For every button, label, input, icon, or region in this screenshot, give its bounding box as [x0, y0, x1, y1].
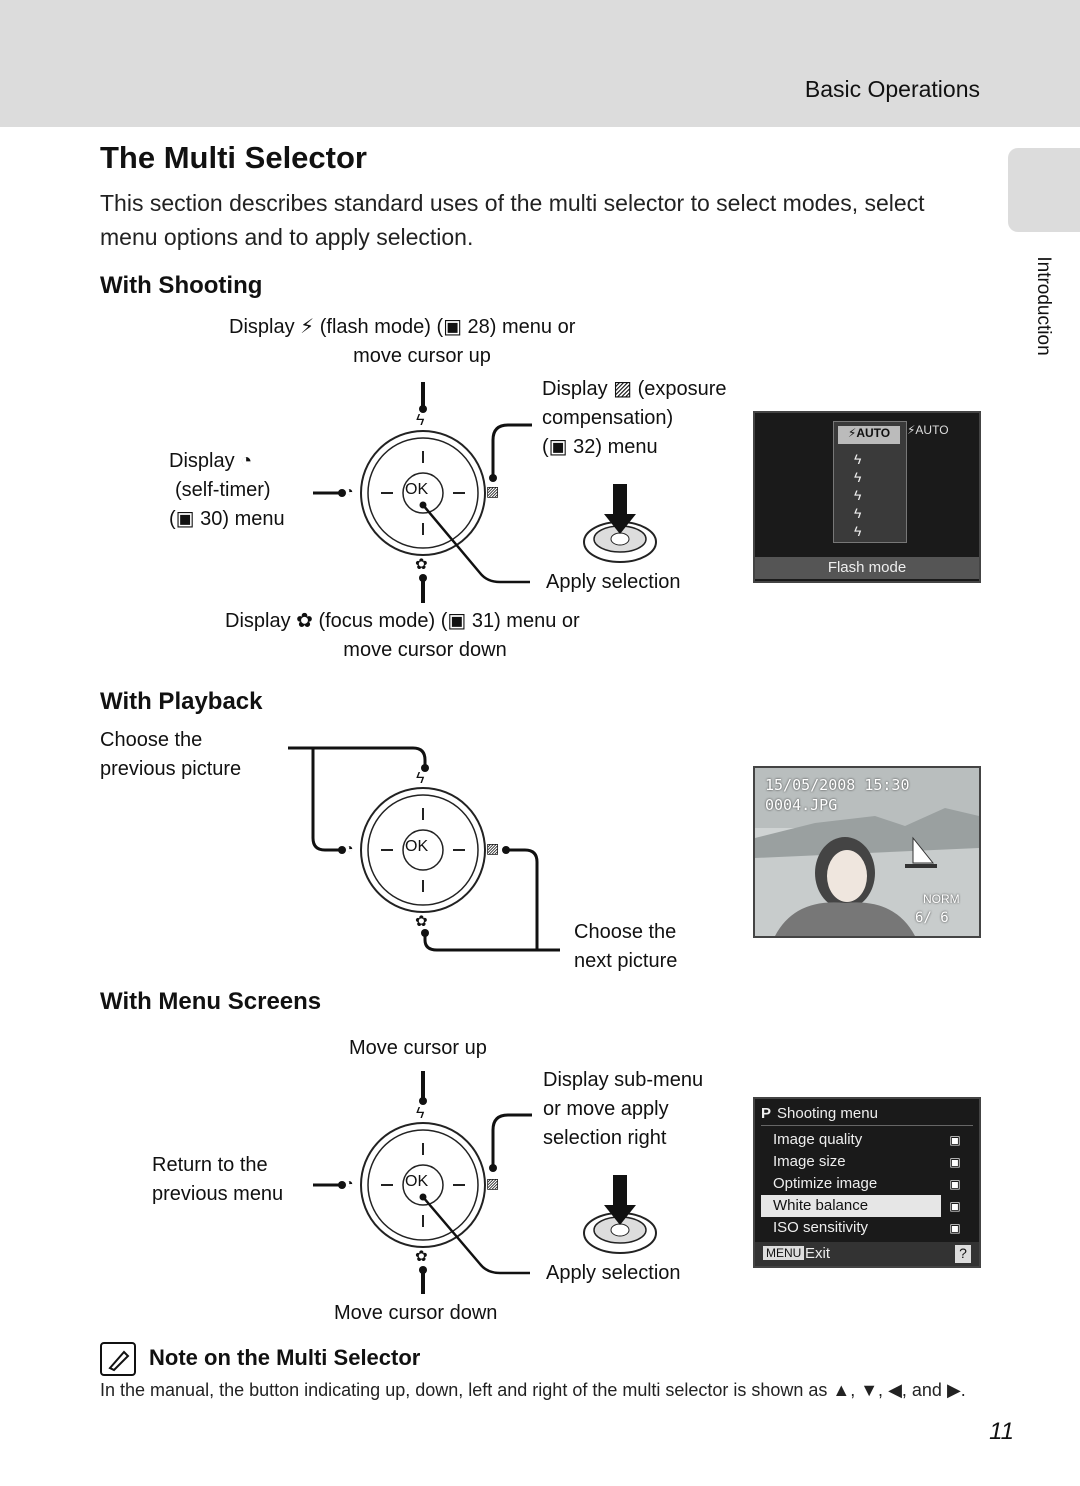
shoot-right-line2: compensation) — [542, 407, 674, 429]
menu-apply-label: Apply selection — [546, 1262, 681, 1284]
shoot-right-line1: Display ▨ (exposure — [542, 378, 727, 400]
menu-footer: MENU Exit ? — [755, 1242, 979, 1266]
playback-next-line1: Choose the — [574, 921, 677, 943]
macro-icon: ✿ — [415, 1248, 428, 1265]
self-timer-icon: ◔ — [345, 1175, 354, 1191]
shooting-menu-screen: P Shooting menu Image quality Image size … — [753, 1097, 981, 1268]
help-icon: ? — [955, 1245, 971, 1263]
shooting-menu-list: Image quality Image size Optimize image … — [761, 1129, 941, 1239]
shoot-down-line2: move cursor down — [343, 639, 507, 661]
menu-key-icon: MENU — [763, 1246, 805, 1260]
flash-icon: ϟ — [416, 1105, 425, 1122]
playback-date: 15/05/2008 15:30 — [765, 776, 910, 794]
menu-item[interactable]: Image size — [773, 1153, 846, 1170]
page-number: 11 — [989, 1418, 1014, 1445]
exposure-icon: ▨ — [486, 840, 500, 856]
heading-with-playback: With Playback — [100, 688, 263, 715]
menu-item[interactable]: Image quality — [773, 1131, 863, 1148]
side-tab — [1008, 148, 1080, 232]
shoot-down-line1: Display ✿ (focus mode) (▣ 31) menu or — [225, 610, 580, 632]
menu-right-line3: selection right — [543, 1127, 667, 1149]
shoot-up-line2: move cursor up — [353, 345, 491, 367]
menu-item[interactable]: Optimize image — [773, 1175, 878, 1192]
heading-with-menu-screens: With Menu Screens — [100, 988, 322, 1015]
flash-auto-option: ⚡AUTO — [838, 426, 900, 444]
menu-exit-label: Exit — [805, 1245, 831, 1262]
ok-button-label: OK — [405, 838, 429, 855]
self-timer-icon: ◔ — [345, 483, 354, 499]
menu-up-label: Move cursor up — [349, 1037, 487, 1059]
exposure-icon: ▨ — [486, 483, 500, 499]
shoot-apply-label: Apply selection — [546, 571, 681, 593]
shoot-left-line1: Display ◔ — [169, 450, 253, 472]
shoot-up-line1: Display ⚡ (flash mode) (▣ 28) menu or — [229, 316, 576, 338]
multi-selector-shooting — [360, 430, 486, 556]
note-title: Note on the Multi Selector — [149, 1345, 421, 1370]
menu-right-line2: or move apply — [543, 1098, 669, 1120]
current-flash-indicator: ⚡AUTO — [907, 423, 949, 437]
playback-next-line2: next picture — [574, 950, 678, 972]
ok-button-label: OK — [405, 1173, 429, 1190]
menu-right-line1: Display sub-menu — [543, 1069, 704, 1091]
playback-prev-line2: previous picture — [100, 758, 242, 780]
shooting-menu-title: Shooting menu — [777, 1105, 878, 1122]
macro-icon: ✿ — [415, 556, 428, 573]
heading-with-shooting: With Shooting — [100, 272, 263, 299]
flash-mode-caption: Flash mode — [755, 557, 979, 579]
menu-item-selected[interactable]: White balance — [761, 1195, 941, 1217]
header-bar — [0, 0, 1080, 127]
note-text: In the manual, the button indicating up,… — [100, 1380, 966, 1400]
ok-button-label: OK — [405, 481, 429, 498]
menu-left-line1: Return to the — [152, 1154, 268, 1176]
playback-screen: 15/05/2008 15:30 0004.JPG NORM 6/ 6 — [753, 766, 981, 938]
page-title: The Multi Selector — [100, 140, 367, 175]
flash-icon: ϟ — [416, 412, 425, 429]
menu-item[interactable]: ISO sensitivity — [773, 1219, 869, 1236]
program-mode-icon: P — [761, 1105, 772, 1122]
shoot-left-line2: (self-timer) — [175, 479, 271, 501]
menu-left-line2: previous menu — [152, 1183, 284, 1205]
section-label: Basic Operations — [804, 76, 980, 102]
note-pencil-icon — [100, 1342, 136, 1376]
intro-paragraph: This section describes standard uses of … — [100, 190, 925, 250]
playback-photo — [755, 768, 979, 936]
exposure-icon: ▨ — [486, 1175, 500, 1191]
menu-down-label: Move cursor down — [334, 1302, 498, 1324]
flash-icon: ϟ — [416, 770, 425, 787]
menu-value-icons: ▣▣▣▣▣ — [949, 1133, 961, 1235]
shooting-menu-header: P Shooting menu — [761, 1103, 973, 1126]
playback-prev-line1: Choose the — [100, 729, 203, 751]
playback-quality: NORM — [923, 892, 960, 906]
shoot-left-line3: (▣ 30) menu — [169, 508, 285, 530]
self-timer-icon: ◔ — [345, 840, 354, 856]
macro-icon: ✿ — [415, 913, 428, 930]
playback-count: 6/ 6 — [915, 910, 949, 926]
shoot-right-line3: (▣ 32) menu — [542, 436, 658, 458]
playback-filename: 0004.JPG — [765, 796, 838, 814]
